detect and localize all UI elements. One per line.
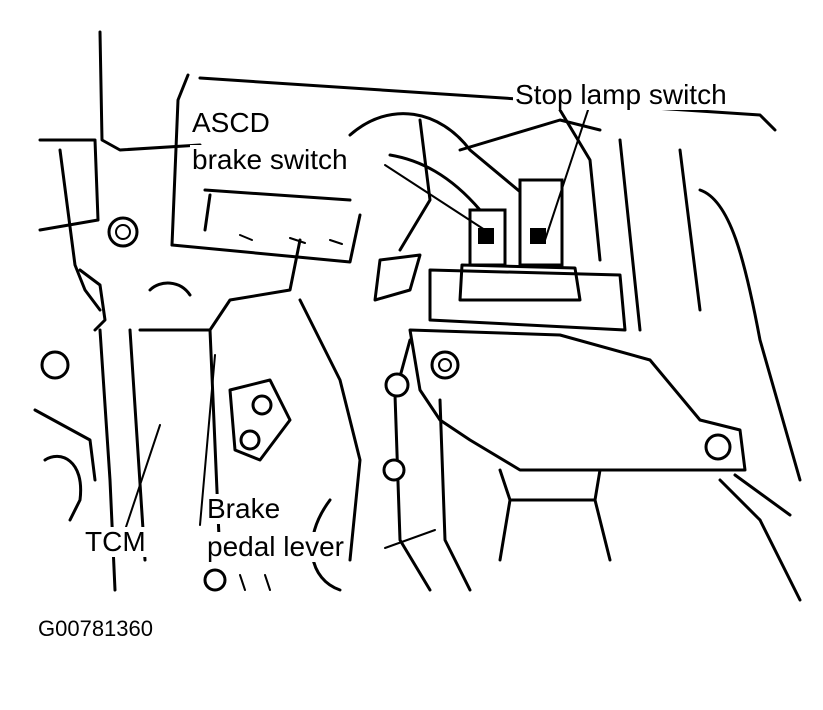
stop-lamp-switch-label: Stop lamp switch bbox=[513, 79, 729, 110]
tcm-unit bbox=[33, 148, 362, 592]
figure-code: G00781360 bbox=[38, 616, 153, 641]
ascd-label-line1: ASCD bbox=[190, 107, 272, 138]
leader-lines bbox=[119, 109, 589, 549]
brake-label-line1: Brake bbox=[205, 493, 283, 524]
brake-label-line2: pedal lever bbox=[205, 531, 346, 562]
switch-assembly bbox=[428, 178, 627, 332]
ascd-label-line2: brake switch bbox=[190, 144, 350, 175]
dashboard-housing bbox=[38, 30, 777, 264]
tcm-label: TCM bbox=[83, 526, 148, 557]
wiring-harness bbox=[348, 108, 602, 302]
column-bracket bbox=[408, 138, 802, 602]
brake-pedal bbox=[382, 338, 472, 592]
